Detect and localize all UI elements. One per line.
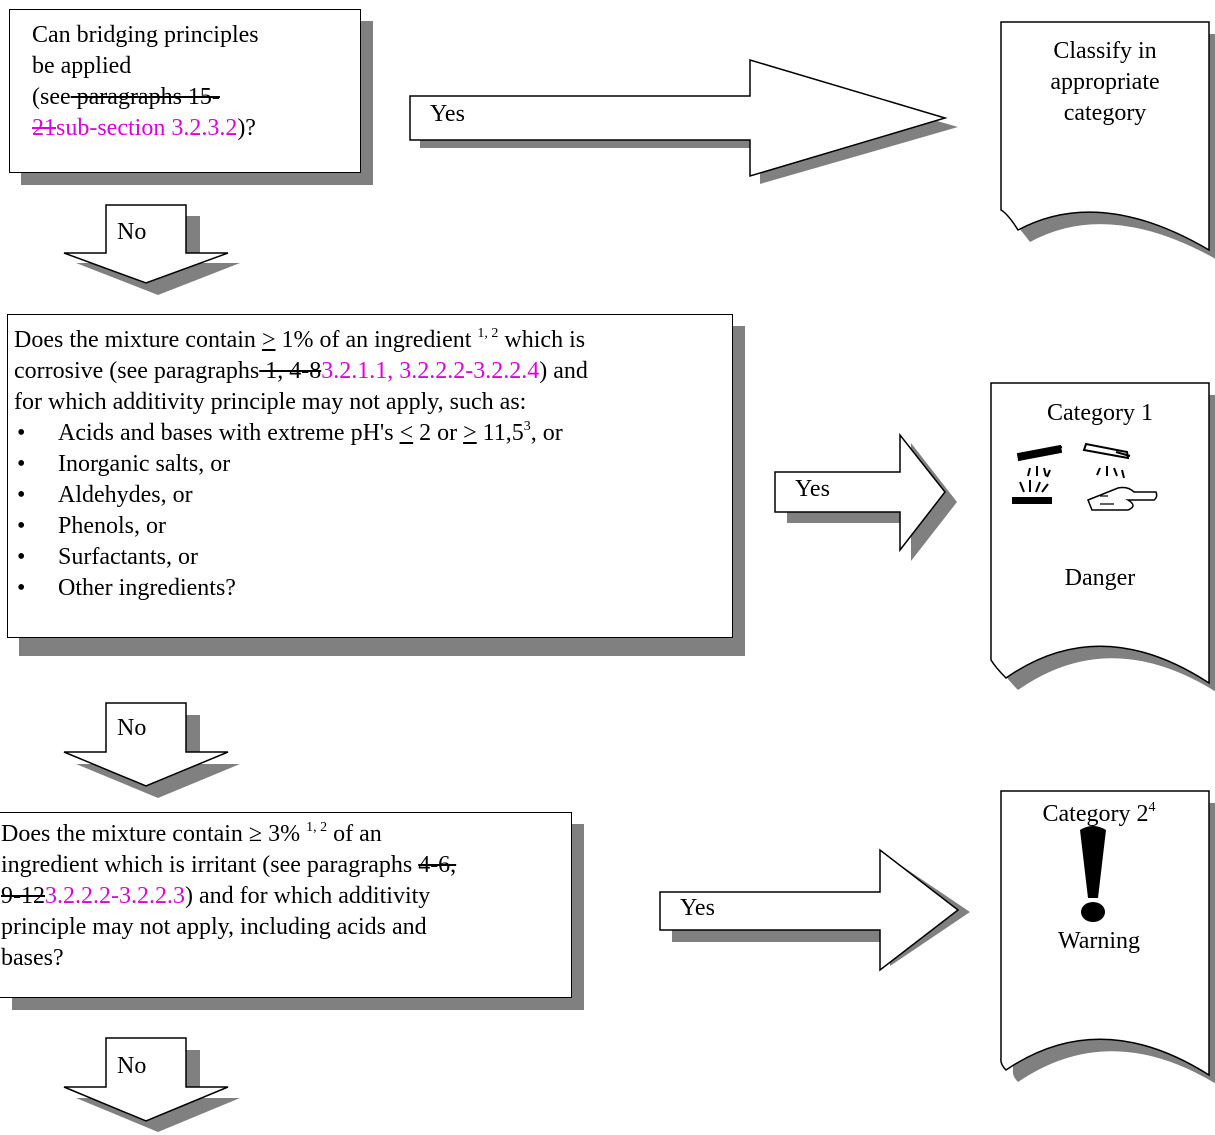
result-doc-3	[1000, 790, 1210, 1077]
yes-arrow-3	[659, 848, 960, 972]
result-doc-2	[990, 382, 1210, 685]
no-arrow-1	[63, 204, 229, 284]
no-arrow-2	[63, 702, 229, 787]
yes-label-3: Yes	[680, 895, 715, 921]
question-1-line-1: Can bridging principles	[32, 22, 259, 48]
result-1-line-2: appropriate	[1050, 69, 1160, 95]
list-item: Other ingredients?	[14, 573, 732, 604]
question-box-3: Does the mixture contain ≥ 3% 1, 2 of an…	[0, 812, 572, 998]
question-1-line-2: be applied	[32, 53, 132, 79]
question-2-line-3: for which additivity principle may not a…	[14, 389, 527, 415]
result-2-title: Category 1	[1047, 400, 1153, 426]
no-label-2: No	[117, 715, 147, 741]
yes-label-2: Yes	[795, 476, 830, 502]
no-arrow-3	[63, 1037, 229, 1122]
corrosion-pictogram-icon	[1012, 442, 1158, 511]
yes-arrow-2	[774, 432, 946, 553]
result-1-text: Classify in appropriate category	[1001, 36, 1209, 129]
no-label-3: No	[117, 1053, 147, 1079]
question-3-line-4: principle may not apply, including acids…	[1, 914, 427, 940]
no-label-1: No	[117, 219, 147, 245]
list-item: Acids and bases with extreme pH's < 2 or…	[14, 418, 732, 449]
exclamation-mark-icon	[1080, 826, 1106, 922]
yes-label-1: Yes	[430, 101, 465, 127]
result-doc-1	[1000, 21, 1210, 252]
result-3-signal-word: Warning	[1057, 928, 1141, 954]
result-2-signal-word: Danger	[1064, 565, 1136, 591]
question-2-line-2: corrosive (see paragraphs 1, 4-83.2.1.1,…	[14, 358, 588, 384]
result-1-line-3: category	[1063, 100, 1147, 126]
list-item: Phenols, or	[14, 511, 732, 542]
question-3-line-1: Does the mixture contain ≥ 3% 1, 2 of an	[1, 820, 382, 848]
question-2-line-1: Does the mixture contain > 1% of an ingr…	[14, 326, 586, 354]
question-box-2: Does the mixture contain > 1% of an ingr…	[7, 314, 733, 638]
question-1-line-3: (see paragraphs 15-	[32, 84, 220, 110]
result-1-line-1: Classify in	[1053, 38, 1157, 64]
list-item: Inorganic salts, or	[14, 449, 732, 480]
list-item: Aldehydes, or	[14, 480, 732, 511]
question-3-line-2: ingredient which is irritant (see paragr…	[1, 852, 457, 878]
question-box-1: Can bridging principles be applied (see …	[9, 9, 361, 173]
question-1-line-4: 21sub-section 3.2.3.2)?	[32, 115, 256, 141]
yes-arrow-1	[409, 58, 948, 178]
result-3-title: Category 24	[1042, 800, 1156, 828]
question-3-line-5: bases?	[1, 945, 64, 971]
ingredient-list: Acids and bases with extreme pH's < 2 or…	[14, 418, 732, 604]
question-3-line-3: 9-123.2.2.2-3.2.2.3) and for which addit…	[1, 883, 431, 909]
list-item: Surfactants, or	[14, 542, 732, 573]
